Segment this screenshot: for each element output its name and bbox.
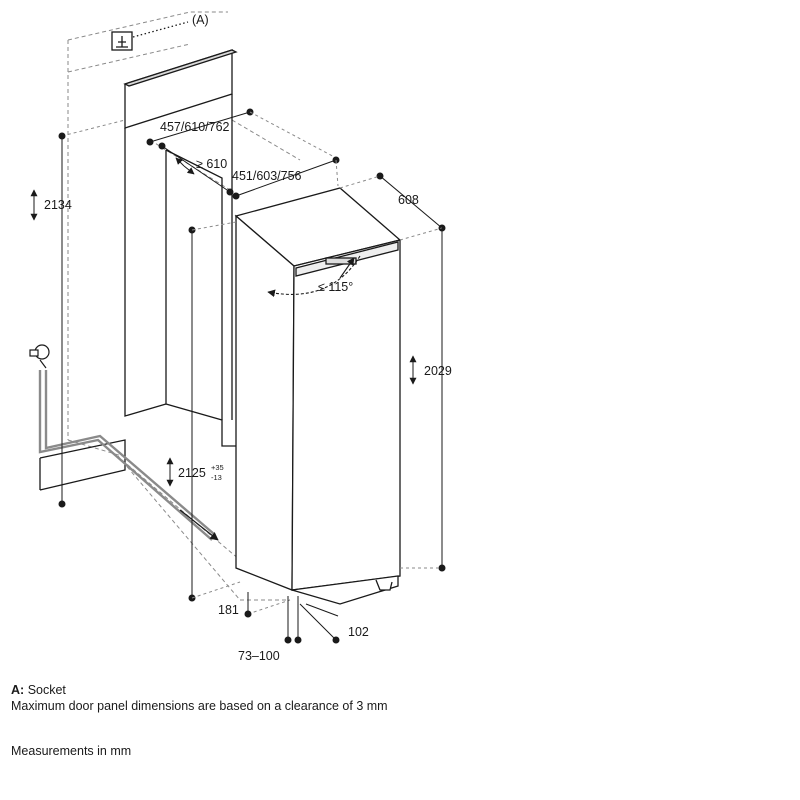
- door-angle-label: ≤ 115°: [318, 280, 353, 294]
- water-pipe: [38, 370, 215, 541]
- appliance: [234, 187, 402, 605]
- socket-legend: A: Socket: [11, 682, 771, 698]
- plinth-depth-label: 102: [348, 625, 369, 639]
- dim-niche-width: [146, 108, 341, 161]
- plinth-height-label: 181: [218, 603, 239, 617]
- dim-appliance-height: [400, 228, 446, 572]
- pipe-arrow: [179, 509, 219, 541]
- socket-key: A:: [11, 683, 25, 697]
- tap-icon: [29, 344, 50, 369]
- clearance-note: Maximum door panel dimensions are based …: [11, 699, 388, 713]
- installation-diagram: (A) ≤ 115°: [29, 11, 452, 663]
- panel-height-tol-minus: -13: [211, 473, 222, 482]
- appliance-height-label: 2029: [424, 364, 452, 378]
- dim-toe-kick: [284, 596, 302, 644]
- dim-depth-min: [158, 142, 234, 196]
- dim-appliance-depth: [339, 172, 446, 241]
- panel-height-tol-plus: +35: [211, 463, 224, 472]
- niche-height-label: 2134: [44, 198, 72, 212]
- door-swing-arrow: [339, 257, 355, 279]
- niche-walls: [39, 94, 236, 491]
- legend: A: Socket Maximum door panel dimensions …: [11, 682, 771, 759]
- panel-height-label: 2125: [178, 466, 206, 480]
- top-cabinet: [123, 49, 238, 129]
- units-note: Measurements in mm: [11, 744, 132, 758]
- socket-text: Socket: [27, 683, 66, 697]
- socket-icon: [111, 21, 189, 51]
- depth-min-label: ≥ 610: [196, 157, 227, 171]
- niche-width-label: 457/610/762: [160, 120, 230, 134]
- socket-marker: (A): [192, 13, 209, 27]
- dim-plinth-height: [244, 592, 291, 618]
- dim-plinth-depth: [299, 603, 340, 644]
- dim-panel-width: [232, 156, 340, 200]
- dim-panel-height: [166, 221, 241, 602]
- toe-kick-label: 73–100: [238, 649, 280, 663]
- dim-niche-height: [30, 119, 126, 508]
- panel-width-label: 451/603/756: [232, 169, 302, 183]
- appliance-depth-label: 608: [398, 193, 419, 207]
